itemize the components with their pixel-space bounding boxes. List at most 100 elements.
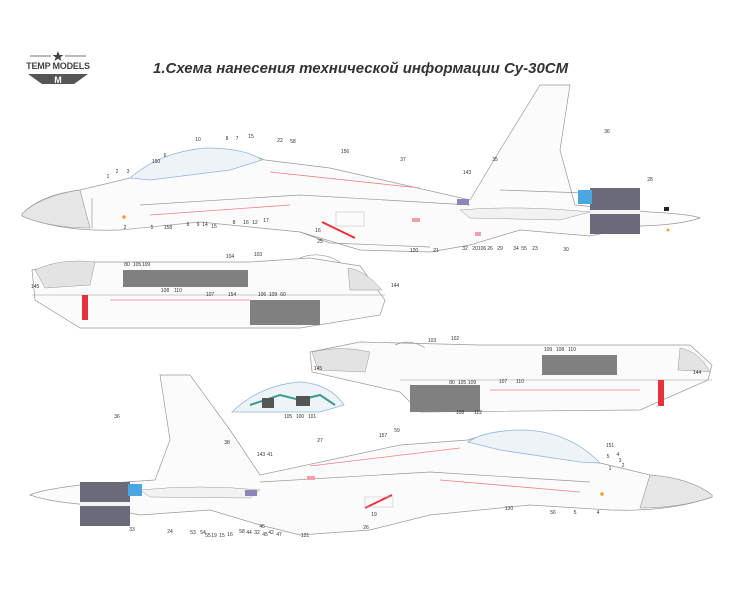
callout-label: 156 [341, 149, 350, 155]
callout-label: 108 [556, 347, 565, 353]
callout-label: 15 [211, 224, 217, 230]
callout-label: 22 [277, 138, 283, 144]
callout-label: 7 [236, 136, 239, 142]
callout-label: 10 [195, 137, 201, 143]
callout-label: 145 [314, 366, 323, 372]
callout-label: 120 [410, 248, 419, 254]
callout-label: 102 [451, 336, 460, 342]
callout-label: 29 [497, 246, 503, 252]
callout-label: 3 [127, 169, 130, 175]
callout-label: 12 [252, 220, 258, 226]
callout-label: 143 [257, 452, 266, 458]
callout-label: 47 [276, 532, 282, 538]
callout-label: 121 [301, 533, 310, 539]
callout-label: 46 [259, 524, 265, 530]
callout-label: 33 [129, 527, 135, 533]
callout-label: 151 [606, 443, 615, 449]
callout-label: 154 [228, 292, 237, 298]
callout-label: 16 [243, 220, 249, 226]
callout-label: 110 [174, 288, 182, 294]
temp-models-logo: M TEMP MODELS [18, 50, 98, 95]
callout-label: 27 [317, 438, 323, 444]
callout-label: 45 [262, 532, 268, 538]
callout-label: 55 [205, 533, 211, 539]
callout-label: 32 [254, 530, 260, 536]
callout-label: 19 [211, 533, 217, 539]
callout-label: 105 [133, 262, 142, 268]
callout-label: 144 [693, 370, 702, 376]
callout-label: 17 [263, 218, 269, 224]
callout-label: 15 [248, 134, 254, 140]
callout-label: 1 [609, 466, 612, 472]
callout-label: 157 [379, 433, 388, 439]
callout-label: 15 [219, 533, 225, 539]
callout-label: 104 [226, 254, 235, 260]
callout-label: 110 [516, 379, 524, 385]
callout-label: 2 [622, 463, 625, 469]
callout-label: 35 [492, 157, 498, 163]
callout-label: 26 [363, 525, 369, 531]
callout-label: 42 [268, 530, 274, 536]
callout-label: 20 [472, 246, 478, 252]
callout-label: 103 [428, 338, 437, 344]
callout-label: 3 [619, 458, 622, 464]
callout-label: 5 [607, 454, 610, 460]
logo-emblem: M [28, 51, 88, 85]
callout-label: 106 [258, 292, 267, 298]
callout-label: 60 [280, 292, 286, 298]
callout-label: 80 [449, 380, 455, 386]
callout-label: 41 [267, 452, 273, 458]
callout-label: 110 [568, 347, 576, 353]
callout-label: 106 [478, 246, 487, 252]
callout-label: 23 [532, 246, 538, 252]
callout-label: 143 [463, 170, 472, 176]
callout-label: 58 [290, 139, 296, 145]
page-title: 1.Схема нанесения технической информации… [153, 60, 569, 77]
callout-label: 2 [124, 225, 127, 231]
callout-label: 30 [563, 247, 569, 253]
callout-label: 8 [226, 136, 229, 142]
callout-label: 25 [317, 239, 323, 245]
callout-label: 21 [433, 248, 439, 254]
callout-label: 32 [462, 246, 468, 252]
callout-label: 4 [597, 510, 600, 516]
detail-panel-right [309, 341, 713, 413]
callout-label: 37 [400, 157, 406, 163]
callout-label: 16 [227, 532, 233, 538]
aircraft-side-view-right [29, 374, 713, 536]
callout-label: 109 [544, 347, 553, 353]
callout-label: 38 [224, 440, 230, 446]
callout-label: 105 [284, 414, 293, 420]
callout-label: 107 [499, 379, 508, 385]
callout-label: 6 [187, 222, 190, 228]
callout-label: 103 [254, 252, 263, 258]
callout-label: 109 [468, 380, 477, 386]
callout-label: 2 [116, 169, 119, 175]
callout-label: 112 [474, 410, 482, 416]
callout-label: 107 [206, 292, 215, 298]
callout-label: 8 [233, 220, 236, 226]
aircraft-side-view-left [21, 84, 701, 253]
callout-label: 105 [458, 380, 467, 386]
callout-label: 5 [151, 225, 154, 231]
callout-label: 26 [487, 246, 493, 252]
callout-label: 9 [197, 222, 200, 228]
callout-label: 16 [315, 228, 321, 234]
callout-label: 108 [456, 410, 465, 416]
svg-text:M: M [54, 75, 62, 85]
callout-label: 54 [200, 530, 206, 536]
callout-label: 145 [31, 284, 40, 290]
callout-label: 36 [114, 414, 120, 420]
callout-label: 14 [202, 222, 208, 228]
callout-label: 101 [308, 414, 317, 420]
callout-label: 120 [505, 506, 514, 512]
callout-label: 4 [617, 452, 620, 458]
callout-label: 55 [521, 246, 527, 252]
callout-label: 1 [107, 174, 110, 180]
callout-label: 100 [296, 414, 305, 420]
callout-label: 56 [550, 510, 556, 516]
callout-label: 34 [513, 246, 519, 252]
